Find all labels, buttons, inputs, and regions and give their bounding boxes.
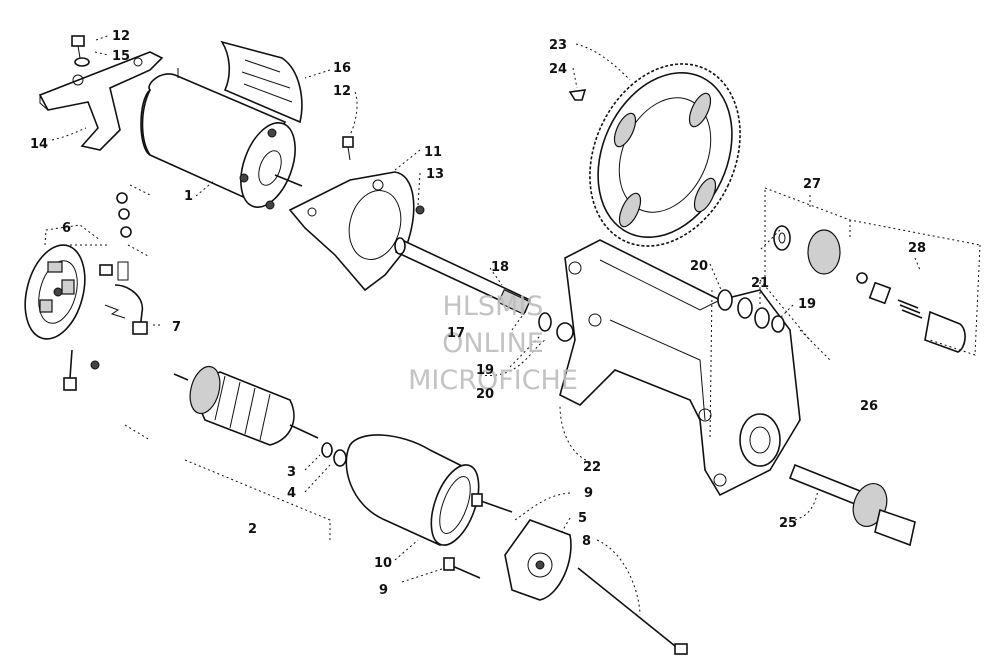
callout-28: 28 bbox=[908, 241, 926, 256]
part-long-bolt bbox=[577, 567, 688, 655]
watermark-line-2: ONLINE bbox=[442, 328, 544, 359]
part-lead-wire bbox=[63, 349, 100, 391]
part-through-bolts bbox=[443, 493, 513, 579]
part-bolt bbox=[342, 136, 354, 161]
callout-5: 5 bbox=[578, 511, 587, 526]
part-mount-plate bbox=[288, 171, 425, 292]
part-cover bbox=[220, 40, 303, 124]
part-washers-3-4 bbox=[321, 442, 347, 467]
callout-17: 17 bbox=[447, 326, 465, 341]
part-gear-bolt bbox=[568, 89, 587, 101]
callout-22: 22 bbox=[583, 460, 601, 475]
part-spring-pinion bbox=[497, 288, 574, 342]
part-end-cover bbox=[504, 519, 572, 601]
callout-labels: 12 15 14 1 16 12 11 13 6 7 3 4 2 10 9 9 … bbox=[30, 29, 926, 598]
part-yoke-housing bbox=[345, 434, 480, 547]
watermark: HLSMIS ONLINE MICROFICHE bbox=[408, 291, 578, 396]
part-brush-holder bbox=[24, 244, 86, 340]
part-brush bbox=[104, 284, 148, 335]
part-starter-motor bbox=[140, 68, 303, 210]
part-small-hardware bbox=[99, 192, 132, 281]
callout-20-b: 20 bbox=[690, 259, 708, 274]
callout-19: 19 bbox=[476, 363, 494, 378]
callout-8: 8 bbox=[582, 534, 591, 549]
callout-16: 16 bbox=[333, 61, 351, 76]
callout-1: 1 bbox=[184, 189, 193, 204]
callout-14: 14 bbox=[30, 137, 48, 152]
callout-21: 21 bbox=[751, 276, 769, 291]
callout-12: 12 bbox=[112, 29, 130, 44]
callout-20: 20 bbox=[476, 387, 494, 402]
part-ring-gear bbox=[589, 63, 741, 247]
watermark-line-1: HLSMIS bbox=[443, 291, 544, 322]
part-drive-shaft bbox=[788, 463, 916, 547]
callout-2: 2 bbox=[248, 522, 257, 537]
callout-10: 10 bbox=[374, 556, 392, 571]
part-washers-20-21 bbox=[717, 289, 785, 333]
callout-15: 15 bbox=[112, 49, 130, 64]
callout-25: 25 bbox=[779, 516, 797, 531]
callout-12-b: 12 bbox=[333, 84, 351, 99]
callout-9: 9 bbox=[584, 486, 593, 501]
callout-7: 7 bbox=[172, 320, 181, 335]
callout-6: 6 bbox=[62, 221, 71, 236]
callout-19-b: 19 bbox=[798, 297, 816, 312]
callout-27: 27 bbox=[803, 177, 821, 192]
part-armature bbox=[173, 365, 319, 446]
callout-11: 11 bbox=[424, 145, 442, 160]
part-bracket bbox=[38, 51, 164, 151]
leader-lines bbox=[44, 34, 981, 616]
watermark-line-3: MICROFICHE bbox=[408, 365, 578, 396]
callout-3: 3 bbox=[287, 465, 296, 480]
callout-18: 18 bbox=[491, 260, 509, 275]
callout-4: 4 bbox=[287, 486, 296, 501]
callout-26: 26 bbox=[860, 399, 878, 414]
part-bolt-washer bbox=[71, 35, 90, 67]
part-pinion-assembly bbox=[773, 225, 966, 353]
callout-23: 23 bbox=[549, 38, 567, 53]
callout-24: 24 bbox=[549, 62, 567, 77]
callout-13: 13 bbox=[426, 167, 444, 182]
callout-9-b: 9 bbox=[379, 583, 388, 598]
